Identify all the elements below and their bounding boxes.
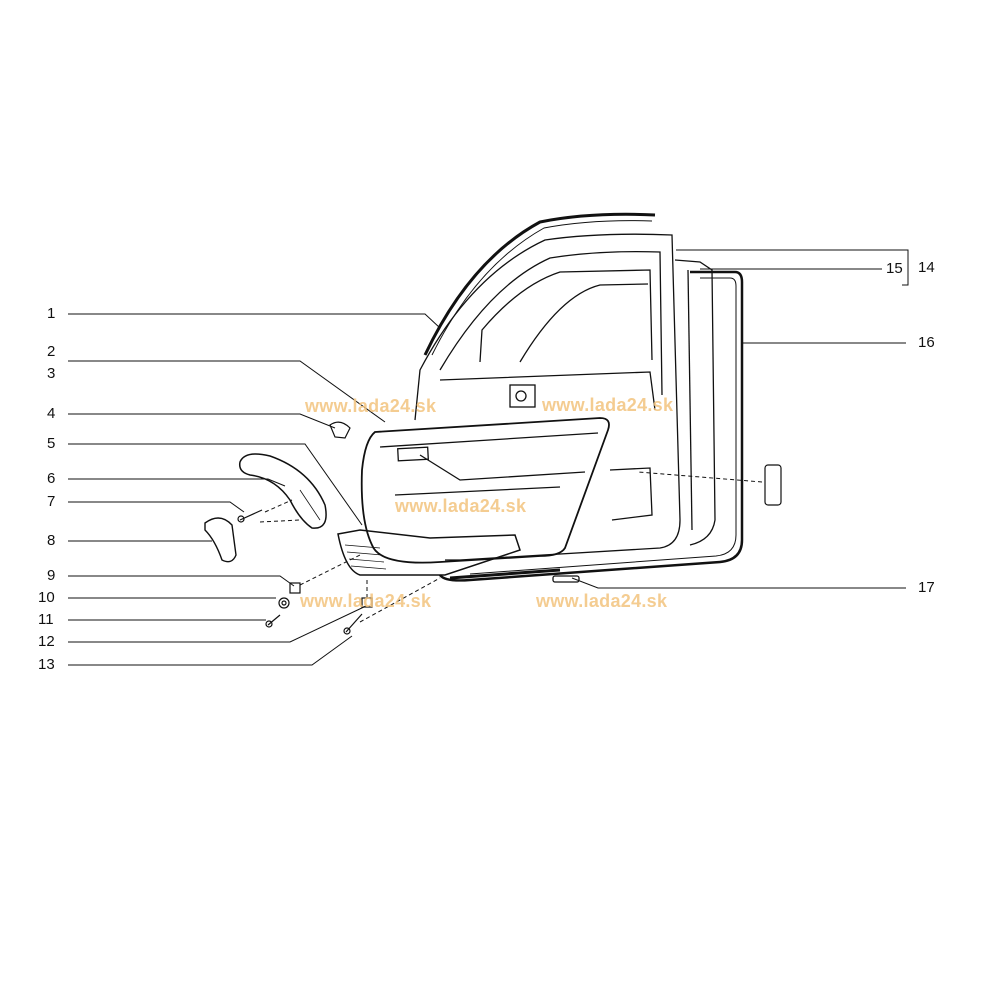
watermark: www.lada24.sk <box>542 395 674 415</box>
callout-12: 12 <box>38 633 55 650</box>
screw-13 <box>345 613 363 633</box>
armrest <box>238 453 327 529</box>
watermark: www.lada24.sk <box>395 496 527 516</box>
callout-3: 3 <box>47 365 56 382</box>
callout-13: 13 <box>38 656 55 673</box>
callout-15: 15 <box>886 260 903 277</box>
callout-2: 2 <box>47 343 56 360</box>
door-seal <box>438 270 744 582</box>
fasteners <box>237 421 782 635</box>
clip-4 <box>329 421 351 439</box>
door-frame <box>414 233 681 561</box>
screw-11 <box>267 614 281 626</box>
assembly-arrows <box>259 471 763 623</box>
callout-11: 11 <box>38 611 54 628</box>
callout-7: 7 <box>47 493 56 510</box>
watermark: www.lada24.sk <box>300 591 432 611</box>
washer-10 <box>278 597 290 609</box>
callout-8: 8 <box>47 532 56 549</box>
callout-4: 4 <box>47 405 56 422</box>
callout-6: 6 <box>47 470 56 487</box>
watermark: www.lada24.sk <box>305 396 437 416</box>
callout-17: 17 <box>918 579 935 596</box>
leader-lines <box>68 249 909 666</box>
callout-9: 9 <box>47 567 56 584</box>
callout-1: 1 <box>47 305 56 322</box>
speaker-grille <box>764 464 782 506</box>
callout-10: 10 <box>38 589 55 606</box>
glass-run-channel <box>423 212 656 356</box>
callout-16: 16 <box>918 334 935 351</box>
clip-9 <box>289 582 301 594</box>
callout-14: 14 <box>918 259 935 276</box>
door-trim-panel <box>360 417 610 564</box>
map-pocket <box>337 529 521 576</box>
sill-clip <box>552 575 580 583</box>
callout-5: 5 <box>47 435 56 452</box>
handle-cover <box>204 517 237 563</box>
watermark: www.lada24.sk <box>536 591 668 611</box>
